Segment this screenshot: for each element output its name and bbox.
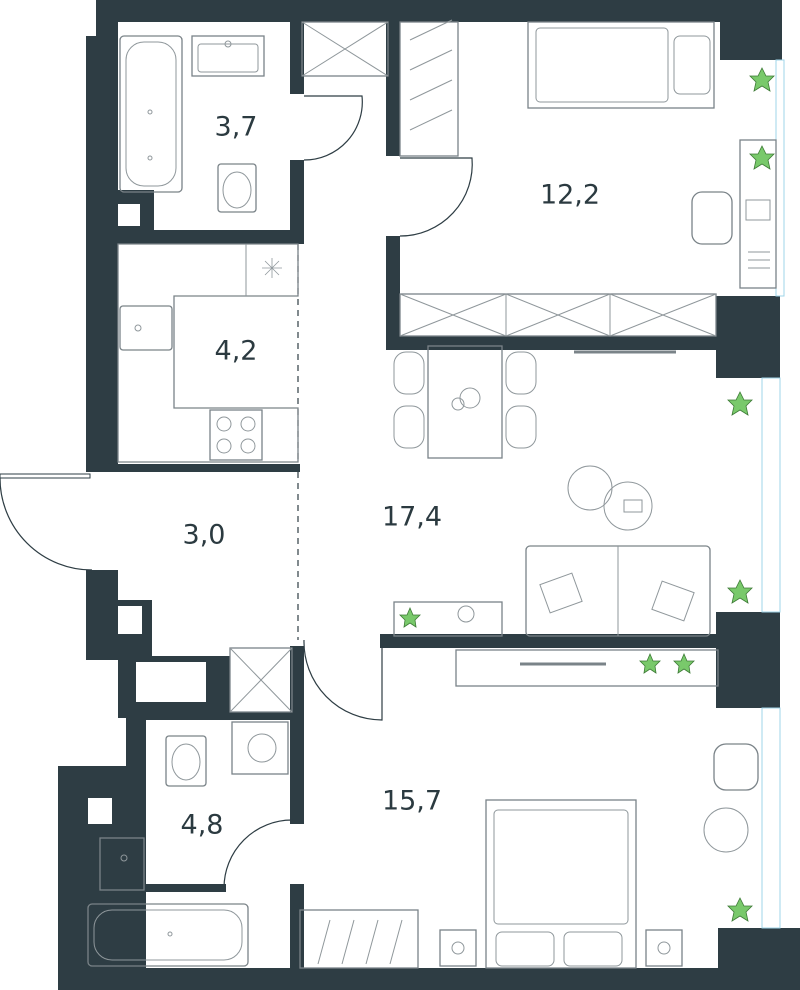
sofa-icon <box>525 545 711 637</box>
shaft-box-top <box>301 21 389 77</box>
side-cabinet-icon <box>393 601 503 637</box>
sink-icon <box>191 35 265 77</box>
plant-icon <box>749 145 775 170</box>
kitchen-counter <box>117 243 299 463</box>
plant-icon <box>673 652 695 674</box>
wardrobe-icon <box>299 909 419 969</box>
room-area-living-room: 17,4 <box>382 502 442 533</box>
fridge-icon <box>262 258 282 278</box>
plant-icon <box>727 897 753 922</box>
wardrobe-icon <box>399 293 717 337</box>
shafts <box>88 204 206 824</box>
toilet-icon <box>217 163 257 213</box>
nightstand-icon <box>439 929 683 967</box>
washing-machine-icon <box>231 721 289 775</box>
plant-icon <box>727 391 753 416</box>
plant-icon <box>399 606 421 628</box>
bed-icon <box>527 21 715 109</box>
plant-icon <box>639 652 661 674</box>
room-area-bathroom-bottom: 4,8 <box>181 810 224 841</box>
walls <box>58 0 800 990</box>
plant-icon <box>749 67 775 92</box>
sink-icon <box>99 837 145 891</box>
bathtub-icon <box>119 35 183 193</box>
dining-table-icon <box>393 345 537 459</box>
tv-stand-icon <box>455 649 719 687</box>
stove-icon <box>209 409 263 461</box>
coffee-table-icon <box>567 465 653 531</box>
room-area-bedroom-top: 12,2 <box>540 180 600 211</box>
bathtub-icon <box>87 903 249 967</box>
room-area-hallway: 3,0 <box>183 520 226 551</box>
sink-icon <box>119 305 173 351</box>
round-table-icon <box>703 807 749 853</box>
bed-icon <box>485 799 637 969</box>
toilet-icon <box>165 735 207 787</box>
plant-icon <box>727 579 753 604</box>
room-labels: 3,7 4,2 3,0 12,2 17,4 4,8 15,7 <box>181 112 601 841</box>
armchair-icon <box>713 743 759 791</box>
room-area-bathroom-top: 3,7 <box>215 112 258 143</box>
armchair-icon <box>691 191 733 245</box>
wardrobe-icon <box>399 19 459 157</box>
doors <box>0 95 473 889</box>
shaft-box-bottom <box>229 647 293 713</box>
room-area-bedroom-bottom: 15,7 <box>382 786 442 817</box>
room-area-kitchen: 4,2 <box>215 336 258 367</box>
desk-icon <box>739 139 777 289</box>
windows <box>0 59 785 929</box>
